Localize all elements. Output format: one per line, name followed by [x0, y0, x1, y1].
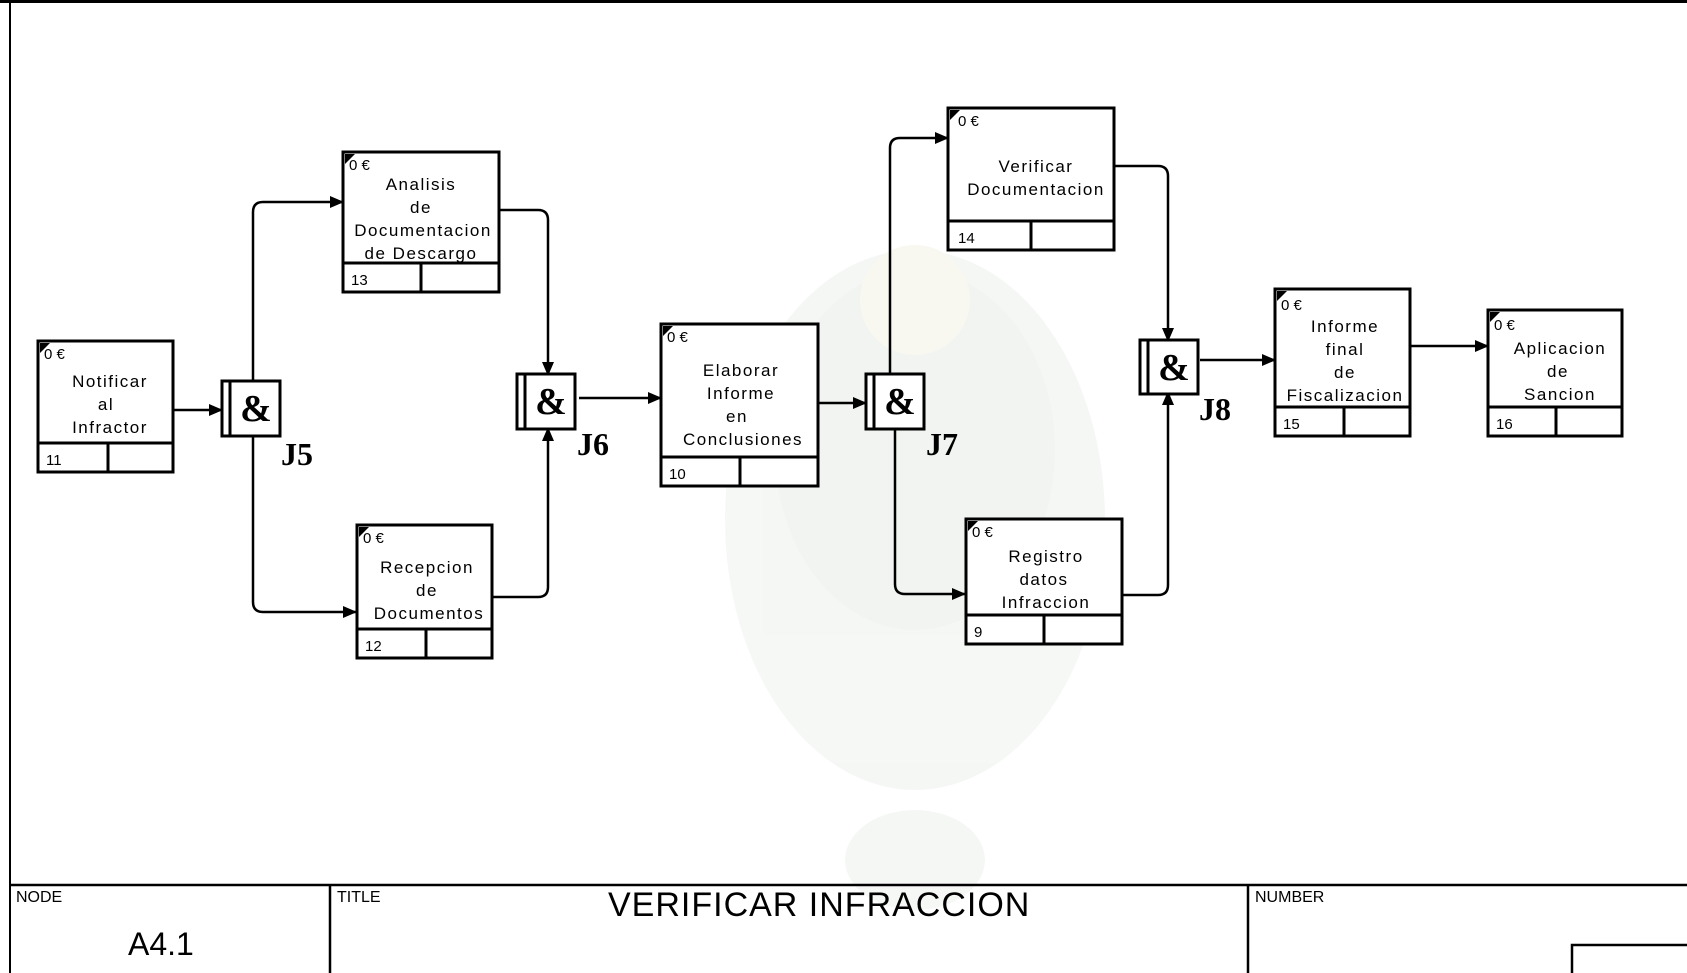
junction-j8[interactable]: & J8: [1140, 340, 1231, 427]
title-block: NODE A4.1 TITLE VERIFICAR INFRACCION NUM…: [10, 885, 1687, 973]
junction-label: J7: [926, 426, 958, 462]
box-title-line: Informe: [707, 384, 775, 403]
box-number: 13: [351, 272, 368, 289]
box-title-line: de: [410, 198, 432, 217]
cost-label: 0 €: [349, 157, 371, 174]
uob-box-9[interactable]: 0 € Registro datos Infraccion 9: [966, 519, 1122, 644]
and-symbol: &: [1158, 347, 1190, 389]
box-title-line: Infraccion: [1002, 593, 1091, 612]
cost-label: 0 €: [363, 530, 385, 547]
box-title-line: Informe: [1311, 317, 1379, 336]
node-value: A4.1: [128, 926, 194, 962]
diagram-title: VERIFICAR INFRACCION: [608, 886, 1030, 924]
junction-j5[interactable]: & J5: [222, 381, 313, 472]
box-title-line: Documentacion: [967, 180, 1105, 199]
and-symbol: &: [535, 381, 567, 423]
uob-box-14[interactable]: 0 € Verificar Documentacion 14: [948, 108, 1114, 250]
box-title-line: Verificar: [999, 157, 1074, 176]
box-number: 16: [1496, 416, 1513, 433]
box-title-line: Sancion: [1524, 385, 1596, 404]
uob-box-16[interactable]: 0 € Aplicacion de Sancion 16: [1488, 310, 1622, 436]
box-title-line: Infractor: [72, 418, 148, 437]
cost-label: 0 €: [44, 346, 66, 363]
box-title-line: datos: [1019, 570, 1068, 589]
number-header: NUMBER: [1255, 889, 1324, 906]
box-number: 11: [46, 452, 62, 469]
box-title-line: de: [1547, 362, 1569, 381]
cost-label: 0 €: [972, 524, 994, 541]
box-title-line: Registro: [1008, 547, 1083, 566]
uob-box-12[interactable]: 0 € Recepcion de Documentos 12: [357, 525, 492, 658]
and-symbol: &: [240, 388, 272, 430]
box-title-line: Fiscalizacion: [1287, 386, 1404, 405]
junction-label: J6: [577, 426, 609, 462]
box-title-line: final: [1326, 340, 1365, 359]
uob-box-11[interactable]: 0 € Notificar al Infractor 11: [38, 341, 173, 472]
title-header: TITLE: [337, 889, 381, 906]
junction-j6[interactable]: & J6: [517, 374, 609, 462]
cost-label: 0 €: [1494, 317, 1516, 334]
node-header: NODE: [16, 889, 62, 906]
and-symbol: &: [884, 381, 916, 423]
uob-box-15[interactable]: 0 € Informe final de Fiscalizacion 15: [1275, 289, 1410, 436]
box-number: 14: [958, 230, 975, 247]
box-title-line: de Descargo: [365, 244, 478, 263]
box-title-line: al: [98, 395, 114, 414]
box-title-line: Notificar: [72, 372, 148, 391]
box-title-line: de: [416, 581, 438, 600]
uob-box-13[interactable]: 0 € Analisis de Documentacion de Descarg…: [343, 152, 499, 292]
box-title-line: Elaborar: [703, 361, 779, 380]
box-title-line: Conclusiones: [683, 430, 803, 449]
box-title-line: Aplicacion: [1514, 339, 1607, 358]
box-title-line: de: [1334, 363, 1356, 382]
box-title-line: en: [726, 407, 748, 426]
junction-label: J5: [281, 436, 313, 472]
box-title-line: Documentacion: [354, 221, 492, 240]
box-number: 15: [1283, 416, 1300, 433]
box-title-line: Recepcion: [380, 558, 474, 577]
uob-box-10[interactable]: 0 € Elaborar Informe en Conclusiones 10: [661, 324, 818, 486]
cost-label: 0 €: [1281, 297, 1303, 314]
cost-label: 0 €: [958, 113, 980, 130]
box-number: 9: [974, 624, 982, 641]
junction-label: J8: [1199, 391, 1231, 427]
box-number: 12: [365, 638, 382, 655]
box-title-line: Analisis: [386, 175, 457, 194]
cost-label: 0 €: [667, 329, 689, 346]
box-number: 10: [669, 466, 686, 483]
box-title-line: Documentos: [374, 604, 484, 623]
